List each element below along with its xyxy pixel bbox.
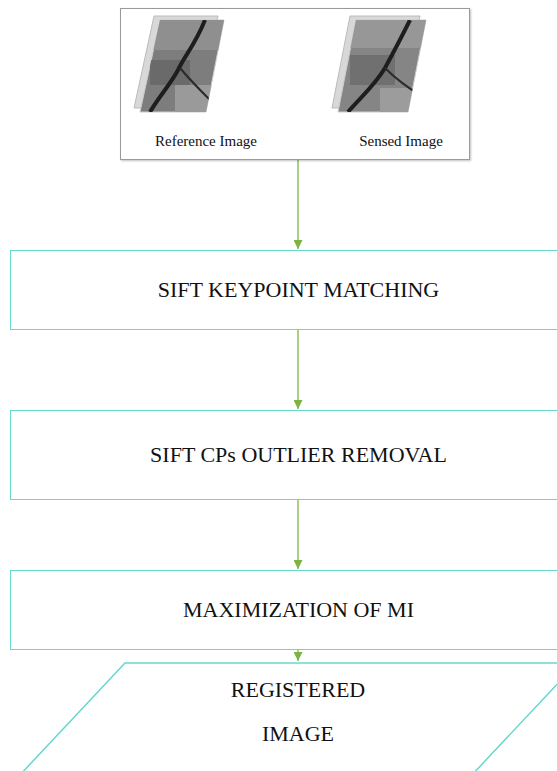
step-label: SIFT KEYPOINT MATCHING <box>158 277 440 303</box>
flow-arrow <box>297 330 298 409</box>
reference-image <box>134 16 224 112</box>
sensed-image <box>332 16 426 112</box>
parallelogram-shape <box>18 663 557 771</box>
process-box: SIFT KEYPOINT MATCHING <box>10 250 557 330</box>
output-label: REGISTERED IMAGE <box>198 668 398 756</box>
output-parallelogram: REGISTERED IMAGE <box>0 662 557 771</box>
process-box: SIFT CPs OUTLIER REMOVAL <box>10 410 557 500</box>
flow-arrow <box>297 650 298 661</box>
flow-arrow <box>297 160 298 249</box>
process-box: MAXIMIZATION OF MI <box>10 570 557 650</box>
input-panel: Reference Image Sensed Image <box>120 8 470 160</box>
flow-arrow <box>297 500 298 569</box>
image-caption: Sensed Image <box>336 133 466 150</box>
image-caption: Reference Image <box>141 133 271 150</box>
step-label: SIFT CPs OUTLIER REMOVAL <box>150 442 447 468</box>
step-label: MAXIMIZATION OF MI <box>183 597 414 623</box>
